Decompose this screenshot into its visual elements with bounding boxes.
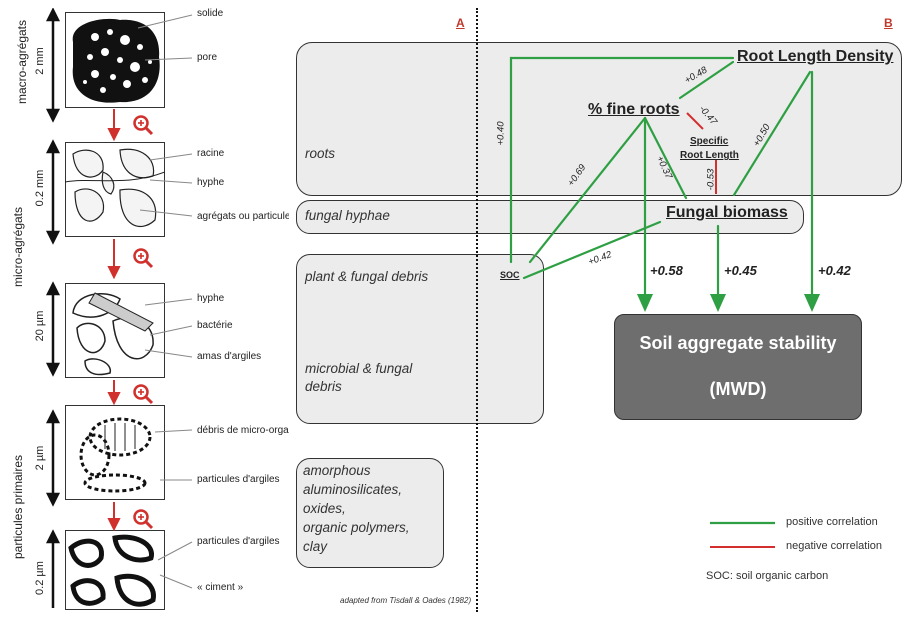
fine-roots-node: % fine roots <box>588 101 680 118</box>
magnifier-icon <box>132 383 154 410</box>
coef-rld-soc: +0.40 <box>495 121 507 146</box>
amorphous-line-4: organic polymers, <box>303 520 410 535</box>
stability-unit: (MWD) <box>709 379 767 399</box>
panel-b-header: B <box>884 16 893 30</box>
soil-aggregate-stability-box: Soil aggregate stability (MWD) <box>614 314 862 420</box>
magnifier-icon <box>132 247 154 274</box>
fungal-hyphae-label: fungal hyphae <box>305 208 390 223</box>
root-length-density-node: Root Length Density <box>737 48 894 65</box>
roots-label: roots <box>305 146 336 161</box>
debris-label: debris <box>305 379 342 394</box>
stability-title: Soil aggregate stability <box>639 333 837 353</box>
primary-particles-debris-image <box>65 405 165 500</box>
panel-a-header: A <box>456 16 465 30</box>
micro-aggregate-bacteria-image <box>65 283 165 378</box>
soc-node: SOC <box>500 270 520 280</box>
label-solide: solide <box>197 8 224 19</box>
amorphous-line-1: amorphous <box>303 463 371 478</box>
magnifier-icon <box>132 114 154 141</box>
amorphous-line-2: aluminosilicates, <box>303 482 403 497</box>
amorphous-line-3: oxides, <box>303 501 346 516</box>
microbial-fungal-label: microbial & fungal <box>305 361 413 376</box>
plant-fungal-debris-label: plant & fungal debris <box>305 269 429 284</box>
fungal-hyphae-box <box>296 200 804 234</box>
magnifier-icon <box>132 508 154 535</box>
label-pore: pore <box>197 52 218 63</box>
label-agregats: agrégats ou particules <box>197 211 289 222</box>
label-amas: amas d'argiles <box>197 351 262 362</box>
specific-root-length-node-line1: Specific <box>690 136 729 147</box>
coef-srl-fungal: -0.53 <box>705 168 717 191</box>
fungal-biomass-node: Fungal biomass <box>666 204 788 221</box>
scale-bars <box>45 8 61 608</box>
panel-divider <box>476 8 478 612</box>
macro-aggregate-image <box>65 12 165 108</box>
label-hyphe-2: hyphe <box>197 293 225 304</box>
legend-positive: positive correlation <box>786 516 878 528</box>
amorphous-box <box>296 458 444 568</box>
debris-box <box>296 254 544 424</box>
leader-lines <box>137 14 193 589</box>
coef-fungal-stability: +0.45 <box>724 263 757 278</box>
label-debris: débris de micro-organismes <box>197 425 289 436</box>
coef-rld-stability: +0.42 <box>818 263 851 278</box>
label-ciment: « ciment » <box>197 582 244 593</box>
label-particules-2: particules d'argiles <box>197 536 280 547</box>
amorphous-line-5: clay <box>303 539 328 554</box>
credit-note: adapted from Tisdall & Oades (1982) <box>340 596 472 605</box>
label-racine: racine <box>197 148 225 159</box>
label-particules: particules d'argiles <box>197 474 280 485</box>
micro-aggregate-roots-image <box>65 142 165 237</box>
zoom-arrows <box>107 109 121 532</box>
primary-particles-clay-image <box>65 530 165 610</box>
label-bacterie: bactérie <box>197 320 233 331</box>
legend-soc-note: SOC: soil organic carbon <box>706 570 829 582</box>
label-hyphe: hyphe <box>197 177 225 188</box>
specific-root-length-node-line2: Root Length <box>680 150 739 161</box>
roots-box <box>296 42 902 196</box>
coef-fineroots-stability: +0.58 <box>650 263 683 278</box>
legend-negative: negative correlation <box>786 540 883 552</box>
